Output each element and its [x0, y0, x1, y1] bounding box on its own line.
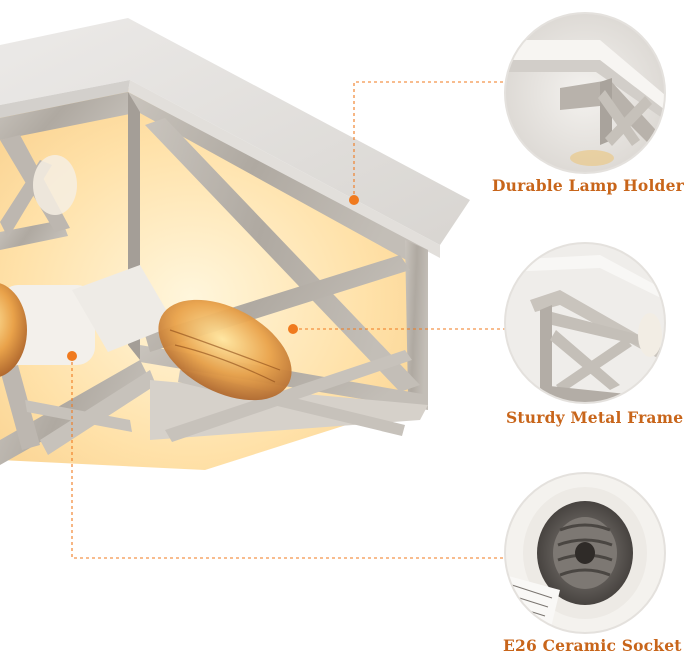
- callout-dot-icon: [349, 195, 359, 205]
- ceiling-light-fixture: [0, 18, 470, 470]
- zoom-circle-icon: [504, 12, 666, 174]
- fixture-inner-glow: [0, 88, 425, 470]
- canopy-top: [0, 18, 470, 245]
- frame-right-post: [405, 240, 428, 405]
- callout-dot-icon: [67, 351, 77, 361]
- frame-cross-a: [145, 118, 420, 392]
- frame-top-rail: [128, 92, 428, 272]
- canopy-edge: [128, 80, 440, 258]
- frame-back-left: [0, 92, 140, 140]
- main-socket: [72, 265, 175, 352]
- left-bulb: [0, 283, 27, 377]
- callout-line-holder: [353, 81, 505, 200]
- feature-label-metal-frame: Sturdy Metal Frame: [506, 408, 684, 427]
- callout-line-socket: [71, 356, 505, 559]
- feature-label-ceramic-socket: E26 Ceramic Socket: [503, 636, 682, 655]
- callout-lines: [71, 81, 505, 559]
- feature-label-lamp-holder: Durable Lamp Holder: [492, 176, 684, 195]
- zoom-circle-icon: [504, 242, 666, 404]
- zoom-circle-icon: [504, 472, 666, 634]
- back-bulb: [33, 155, 77, 215]
- callout-dot-icon: [288, 324, 298, 334]
